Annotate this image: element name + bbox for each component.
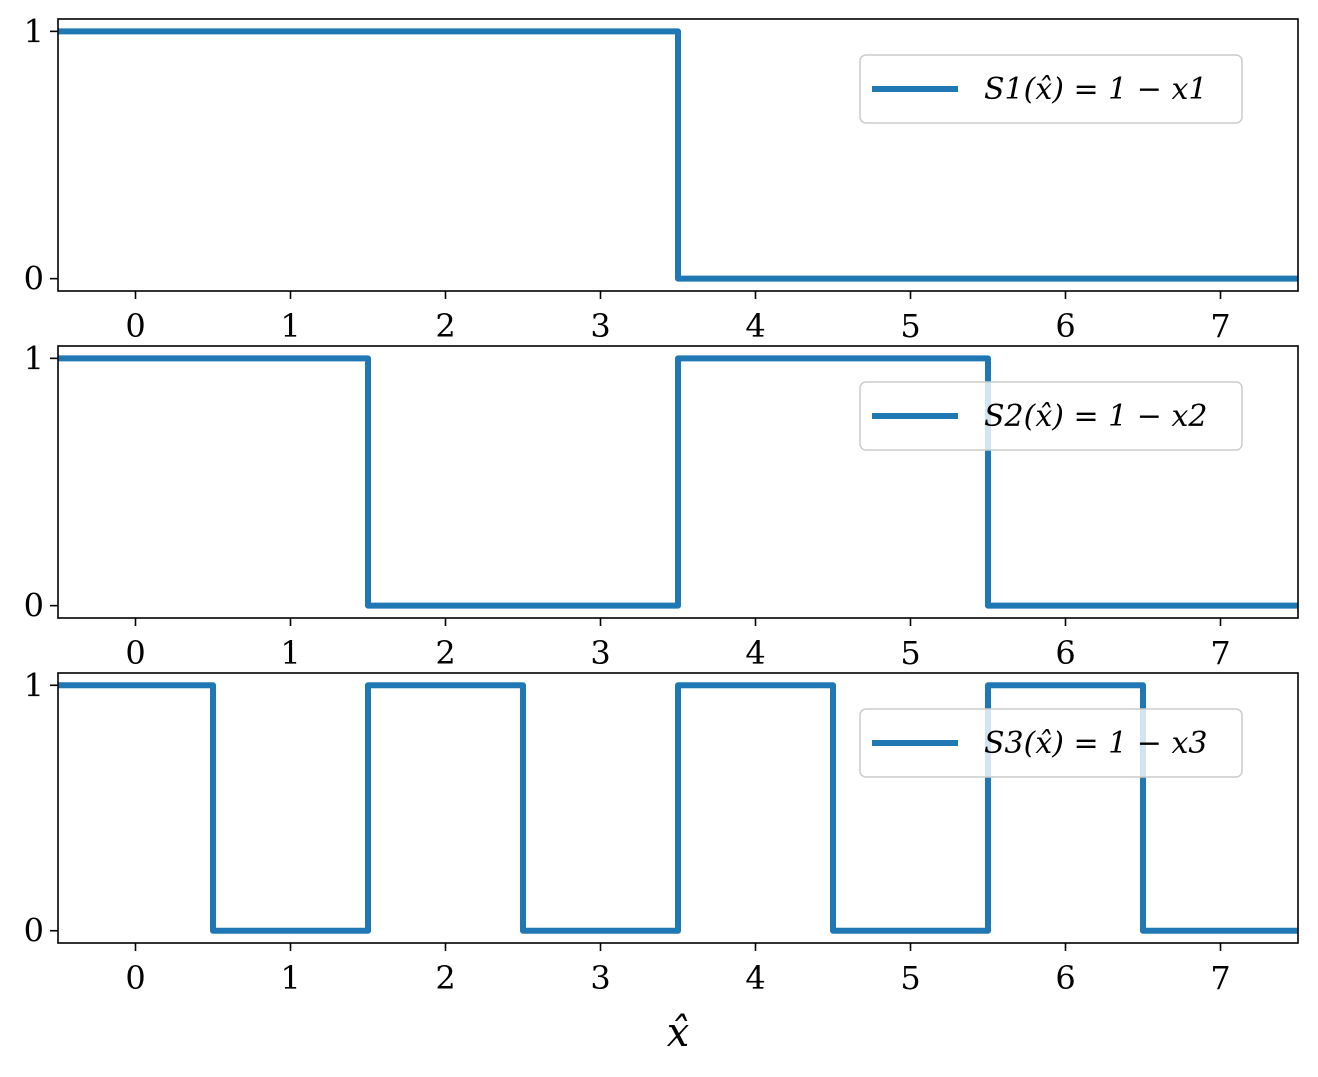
x-tick-label-3-4: 4	[745, 959, 765, 997]
legend-label-1: S1(x̂) = 1 − x1	[984, 72, 1207, 107]
x-tick-label-3-5: 5	[900, 959, 920, 997]
series-line-2-1	[58, 355, 1298, 609]
x-tick-label-2-7: 7	[1210, 634, 1230, 672]
y-tick-label-2-1: 1	[24, 339, 44, 377]
series-line-3-1	[58, 682, 1298, 934]
series-line-1-1	[58, 28, 1298, 282]
x-tick-label-2-0: 0	[125, 634, 145, 672]
y-tick-label-1-1: 1	[24, 12, 44, 50]
x-tick-label-3-1: 1	[280, 959, 300, 997]
legend-box-3	[859, 708, 1243, 778]
y-tick-label-2-0: 0	[24, 587, 44, 625]
axes-frame-3	[57, 672, 1299, 944]
legend-1: S1(x̂) = 1 − x1	[859, 54, 1243, 124]
legend-box-2	[859, 381, 1243, 451]
x-tick-label-1-3: 3	[590, 307, 610, 345]
x-tick-label-3-2: 2	[435, 959, 455, 997]
x-tick-label-3-3: 3	[590, 959, 610, 997]
x-tick-label-1-1: 1	[280, 307, 300, 345]
legend-label-3: S3(x̂) = 1 − x3	[984, 726, 1207, 761]
x-tick-label-2-5: 5	[900, 634, 920, 672]
y-tick-label-3-1: 1	[24, 666, 44, 704]
x-tick-label-2-3: 3	[590, 634, 610, 672]
y-tick-label-1-0: 0	[24, 260, 44, 298]
x-tick-label-3-6: 6	[1055, 959, 1075, 997]
x-tick-label-1-6: 6	[1055, 307, 1075, 345]
x-tick-label-1-4: 4	[745, 307, 765, 345]
x-tick-label-1-5: 5	[900, 307, 920, 345]
legend-2: S2(x̂) = 1 − x2	[859, 381, 1243, 451]
x-tick-label-3-7: 7	[1210, 959, 1230, 997]
x-tick-label-2-6: 6	[1055, 634, 1075, 672]
y-tick-label-3-0: 0	[24, 912, 44, 950]
x-tick-label-1-0: 0	[125, 307, 145, 345]
x-tick-label-3-0: 0	[125, 959, 145, 997]
axes-frame-2	[57, 345, 1299, 619]
x-tick-label-1-7: 7	[1210, 307, 1230, 345]
axes-frame-1	[57, 18, 1299, 292]
legend-box-1	[859, 54, 1243, 124]
x-tick-label-2-1: 1	[280, 634, 300, 672]
x-tick-label-2-2: 2	[435, 634, 455, 672]
x-tick-label-2-4: 4	[745, 634, 765, 672]
x-axis-label: x̂	[667, 1010, 690, 1056]
x-tick-label-1-2: 2	[435, 307, 455, 345]
legend-label-2: S2(x̂) = 1 − x2	[984, 399, 1207, 434]
legend-3: S3(x̂) = 1 − x3	[859, 708, 1243, 778]
